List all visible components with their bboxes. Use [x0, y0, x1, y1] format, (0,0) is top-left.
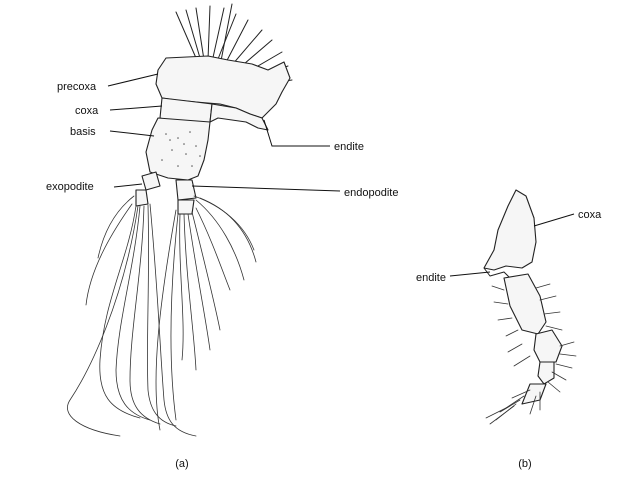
label-coxa-b: coxa — [578, 209, 602, 221]
basis-segment — [146, 118, 210, 180]
figure-a: precoxa coxa basis exopodite endite endo… — [46, 4, 398, 470]
endopodite-segment-2 — [178, 200, 194, 214]
coxa-leader — [110, 106, 162, 110]
label-endite: endite — [334, 141, 364, 153]
exopodite-setae — [67, 196, 196, 436]
exopodite-leader — [114, 184, 142, 187]
label-exopodite: exopodite — [46, 181, 94, 193]
ramus-b-segment-2 — [538, 362, 554, 384]
exopodite-segment — [142, 172, 160, 190]
label-precoxa: precoxa — [57, 81, 97, 93]
precoxa-leader — [108, 74, 158, 86]
basis-leader — [110, 131, 154, 136]
endite-leader — [264, 120, 330, 146]
endopodite-segment — [176, 180, 196, 200]
label-endopodite: endopodite — [344, 187, 398, 199]
endite-b-leader — [450, 272, 490, 276]
exopodite-segment-2 — [136, 190, 148, 206]
label-endite-b: endite — [416, 272, 446, 284]
endopodite-setae — [156, 196, 256, 430]
label-coxa: coxa — [75, 105, 99, 117]
endopodite-leader — [192, 186, 340, 191]
figure-b: coxa endite (b) — [416, 190, 602, 470]
coxa-b-leader — [534, 214, 574, 226]
coxa-b-segment — [484, 190, 536, 270]
caption-a: (a) — [175, 458, 188, 470]
ramus-b-segment — [534, 330, 562, 362]
label-basis: basis — [70, 126, 96, 138]
basis-b-segment — [504, 274, 546, 334]
caption-b: (b) — [518, 458, 531, 470]
